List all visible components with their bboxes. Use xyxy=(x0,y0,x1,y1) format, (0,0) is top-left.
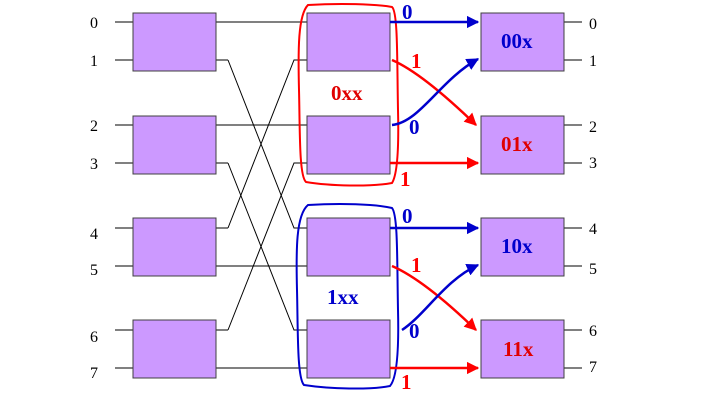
stage3-switch xyxy=(480,12,565,72)
port-stubs xyxy=(115,21,582,369)
switch-boxes xyxy=(132,12,565,379)
group-outline-0xx xyxy=(297,2,400,187)
stage1-switch xyxy=(132,319,217,379)
output-port-label: 3 xyxy=(589,155,597,172)
stage2-switch xyxy=(306,12,391,72)
input-port-label: 1 xyxy=(90,53,98,70)
wire xyxy=(227,162,307,331)
input-port-label: 4 xyxy=(90,226,98,243)
input-port-labels: 0 1 2 3 4 5 6 7 xyxy=(90,15,98,382)
bit-label-zero: 0 xyxy=(409,319,420,343)
bit-label-one: 1 xyxy=(401,370,412,394)
stage3-switch xyxy=(480,319,565,379)
stage2-switch xyxy=(306,319,391,379)
wire xyxy=(227,59,307,229)
output-box-label: 11x xyxy=(503,337,534,361)
stage2-switch xyxy=(306,115,391,175)
output-port-label: 6 xyxy=(589,323,597,340)
output-port-label: 5 xyxy=(589,261,597,278)
group-label-1xx: 1xx xyxy=(327,285,359,309)
route-arrow-blue xyxy=(401,263,480,332)
input-port-label: 5 xyxy=(90,262,98,279)
wire xyxy=(227,162,307,331)
bit-label-zero: 0 xyxy=(402,204,413,228)
output-box-label: 01x xyxy=(501,132,533,156)
stage1-switch xyxy=(132,115,217,175)
stage1-switch xyxy=(132,12,217,72)
output-box-label: 10x xyxy=(501,234,533,258)
input-port-label: 0 xyxy=(90,15,98,32)
bit-label-zero: 0 xyxy=(402,0,413,24)
route-arrow-red xyxy=(391,264,477,331)
stage2-switch xyxy=(306,217,391,277)
output-port-label: 1 xyxy=(589,53,597,70)
bit-labels: 0 1 0 1 0 1 0 1 xyxy=(400,0,422,394)
output-port-label: 2 xyxy=(589,119,597,136)
shuffle-wires xyxy=(216,21,307,369)
route-arrow-red xyxy=(391,58,477,126)
output-port-label: 7 xyxy=(589,359,597,376)
routing-arrows xyxy=(390,15,480,375)
bit-label-zero: 0 xyxy=(409,115,420,139)
group-label-0xx: 0xx xyxy=(331,81,363,105)
input-port-label: 2 xyxy=(90,118,98,135)
input-port-label: 6 xyxy=(90,329,98,346)
wire xyxy=(227,59,307,229)
stage3-switch xyxy=(480,115,565,175)
bit-label-one: 1 xyxy=(411,49,422,73)
output-box-label: 00x xyxy=(501,29,533,53)
stage3-switch xyxy=(480,217,565,277)
stage1-switch xyxy=(132,217,217,277)
bit-label-one: 1 xyxy=(411,253,422,277)
group-outline-1xx xyxy=(295,203,400,390)
output-port-label: 0 xyxy=(589,16,597,33)
bit-label-one: 1 xyxy=(400,167,411,191)
output-port-labels: 0 1 2 3 4 5 6 7 xyxy=(589,16,597,376)
input-port-label: 7 xyxy=(90,365,98,382)
route-arrow-blue xyxy=(391,57,480,127)
input-port-label: 3 xyxy=(90,156,98,173)
output-port-label: 4 xyxy=(589,221,597,238)
